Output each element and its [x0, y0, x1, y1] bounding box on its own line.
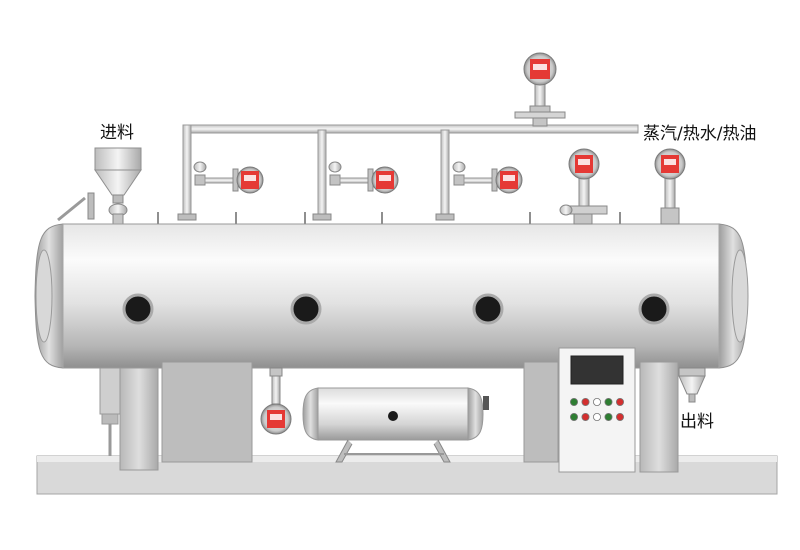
upright-gauge-2	[654, 148, 686, 225]
porthole-2	[290, 293, 322, 325]
porthole-4	[638, 293, 670, 325]
side-gauge-1	[193, 161, 264, 194]
top-gauge	[514, 52, 566, 127]
main-tank	[34, 223, 749, 369]
panel-button-5	[616, 397, 625, 406]
feed-in-label: 进料	[100, 123, 134, 143]
panel-button-9	[604, 412, 613, 421]
panel-button-10	[616, 412, 625, 421]
side-gauge-2	[328, 161, 399, 194]
upright-gauge-1	[559, 148, 608, 225]
side-gauge-3	[452, 161, 523, 194]
panel-button-2	[581, 397, 590, 406]
panel-button-3	[593, 397, 602, 406]
control-panel	[558, 347, 636, 473]
control-panel-buttons	[570, 397, 625, 421]
heating-header-pipe	[177, 124, 639, 221]
panel-button-6	[570, 412, 579, 421]
left-support	[99, 361, 253, 471]
receiver-tank	[302, 387, 489, 463]
discharge-label: 出料	[680, 412, 714, 432]
panel-button-7	[581, 412, 590, 421]
porthole-1	[122, 293, 154, 325]
right-support	[523, 361, 679, 473]
bottom-gauge	[260, 367, 292, 435]
feed-hopper	[57, 147, 142, 240]
panel-button-1	[570, 397, 579, 406]
porthole-3	[472, 293, 504, 325]
panel-button-8	[593, 412, 602, 421]
top-studs	[157, 212, 621, 224]
panel-button-4	[604, 397, 613, 406]
heating-medium-label: 蒸汽/热水/热油	[643, 124, 757, 144]
discharge-cone	[678, 367, 706, 403]
